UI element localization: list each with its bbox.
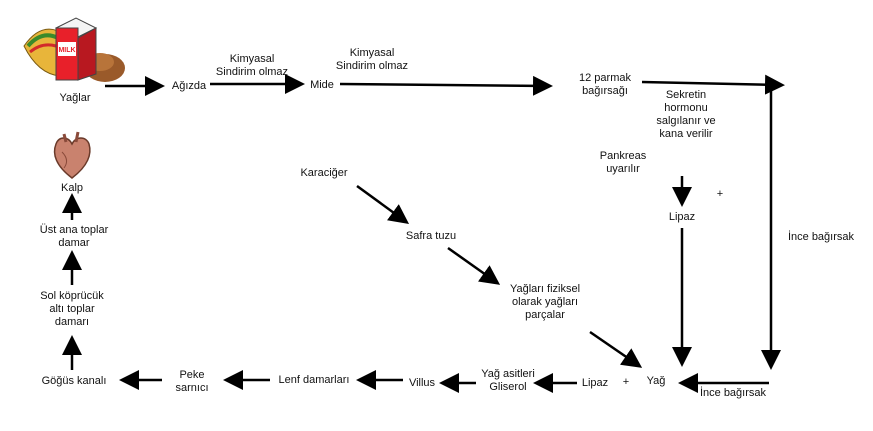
plus-sign-1: +	[716, 188, 724, 200]
label-pankreas: Pankreas uyarılır	[599, 150, 647, 175]
node-ust-ana-toplar-damar: Üst ana toplar damar	[39, 224, 109, 249]
label-ince-bagirsak-1: İnce bağırsak	[787, 231, 855, 243]
node-yaglar: Yağlar	[59, 92, 91, 104]
node-yaglari-fiziksel: Yağları fiziksel olarak yağları parçalar	[509, 283, 581, 321]
arrow-karaciger-to-safra	[356, 184, 410, 224]
node-lipaz-1: Lipaz	[668, 211, 696, 223]
label-ince-bagirsak-2: İnce bağırsak	[699, 387, 767, 399]
node-villus: Villus	[408, 377, 436, 389]
label-kimyasal-1: Kimyasal Sindirim olmaz	[215, 53, 289, 78]
node-gogus-kanali: Göğüs kanalı	[41, 375, 107, 387]
plus-sign-2: +	[622, 376, 630, 388]
node-safra-tuzu: Safra tuzu	[405, 230, 457, 242]
label-kimyasal-2: Kimyasal Sindirim olmaz	[335, 47, 409, 72]
node-12-parmak-bagirsagi: 12 parmak bağırsağı	[579, 72, 631, 97]
node-karaciger: Karaciğer	[300, 167, 348, 179]
node-sol-kopruculuk: Sol köprücük altı toplar damarı	[40, 290, 104, 328]
arrow-12parmak-to-corner	[641, 74, 785, 95]
node-agizda: Ağızda	[171, 80, 207, 92]
label-sekretin: Sekretin hormonu salgılanır ve kana veri…	[656, 89, 716, 140]
milk-logo-text: MILK	[58, 47, 75, 54]
node-peke-sarnici: Peke sarnıcı	[175, 369, 209, 394]
node-yag: Yağ	[646, 375, 666, 387]
heart-icon	[53, 131, 91, 179]
node-yag-asitleri: Yağ asitleri Gliserol	[481, 368, 535, 393]
arrow-yaglari-to-yag	[589, 330, 643, 368]
arrow-mide-to-12parmak	[339, 75, 553, 96]
arrow-safra-to-yaglari	[447, 246, 501, 285]
food-milk-icon: MILK	[23, 17, 125, 82]
node-kalp: Kalp	[60, 182, 84, 194]
node-lenf-damarlari: Lenf damarları	[278, 374, 350, 386]
node-mide: Mide	[310, 79, 334, 91]
node-lipaz-2: Lipaz	[581, 377, 609, 389]
